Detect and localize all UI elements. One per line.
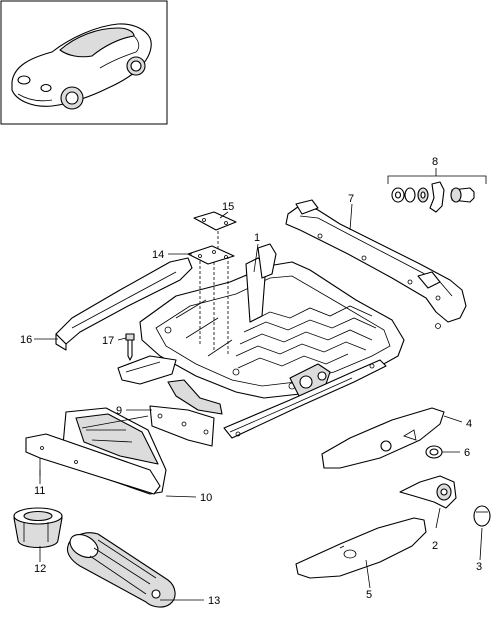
callout-17: 17	[102, 335, 114, 347]
callout-8: 8	[432, 156, 438, 168]
car-thumbnail-icon	[11, 23, 152, 110]
callout-12: 12	[34, 563, 46, 575]
callout-11: 11	[34, 485, 45, 497]
seat-track-right	[223, 359, 387, 439]
seat-runner-left	[117, 355, 177, 385]
callout-4: 4	[466, 418, 472, 430]
plate-15	[193, 211, 237, 231]
callout-13: 13	[208, 595, 220, 607]
side-cover-4	[321, 407, 445, 469]
callout-1: 1	[254, 232, 260, 244]
side-rail-16	[55, 257, 193, 351]
callout-5: 5	[366, 589, 372, 601]
callout-10: 10	[200, 492, 212, 504]
sleeve-12	[13, 507, 63, 549]
grommet-6	[425, 445, 443, 459]
stud-pins	[199, 226, 229, 356]
plate-14	[187, 245, 235, 265]
callout-3: 3	[476, 561, 482, 573]
callout-16: 16	[20, 334, 32, 346]
end-cap-13	[66, 532, 176, 608]
hardware-set-8	[387, 168, 487, 213]
cross-member-7	[285, 199, 467, 329]
callout-15: 15	[222, 201, 234, 213]
vehicle-thumbnail	[0, 0, 168, 125]
callout-7: 7	[348, 193, 354, 205]
lever-2	[399, 475, 457, 509]
callout-2: 2	[432, 540, 438, 552]
bracket-9	[149, 379, 223, 447]
callout-14: 14	[152, 249, 164, 261]
screw-17	[125, 333, 135, 361]
leader-lines	[34, 203, 483, 601]
callout-9: 9	[116, 405, 122, 417]
side-cover-5	[295, 517, 427, 579]
cap-3	[473, 505, 491, 527]
callout-labels: 1 2 3 4 5 6 7 8 9 10 11 12 13 14 15 16 1…	[20, 156, 482, 607]
callout-6: 6	[464, 447, 470, 459]
